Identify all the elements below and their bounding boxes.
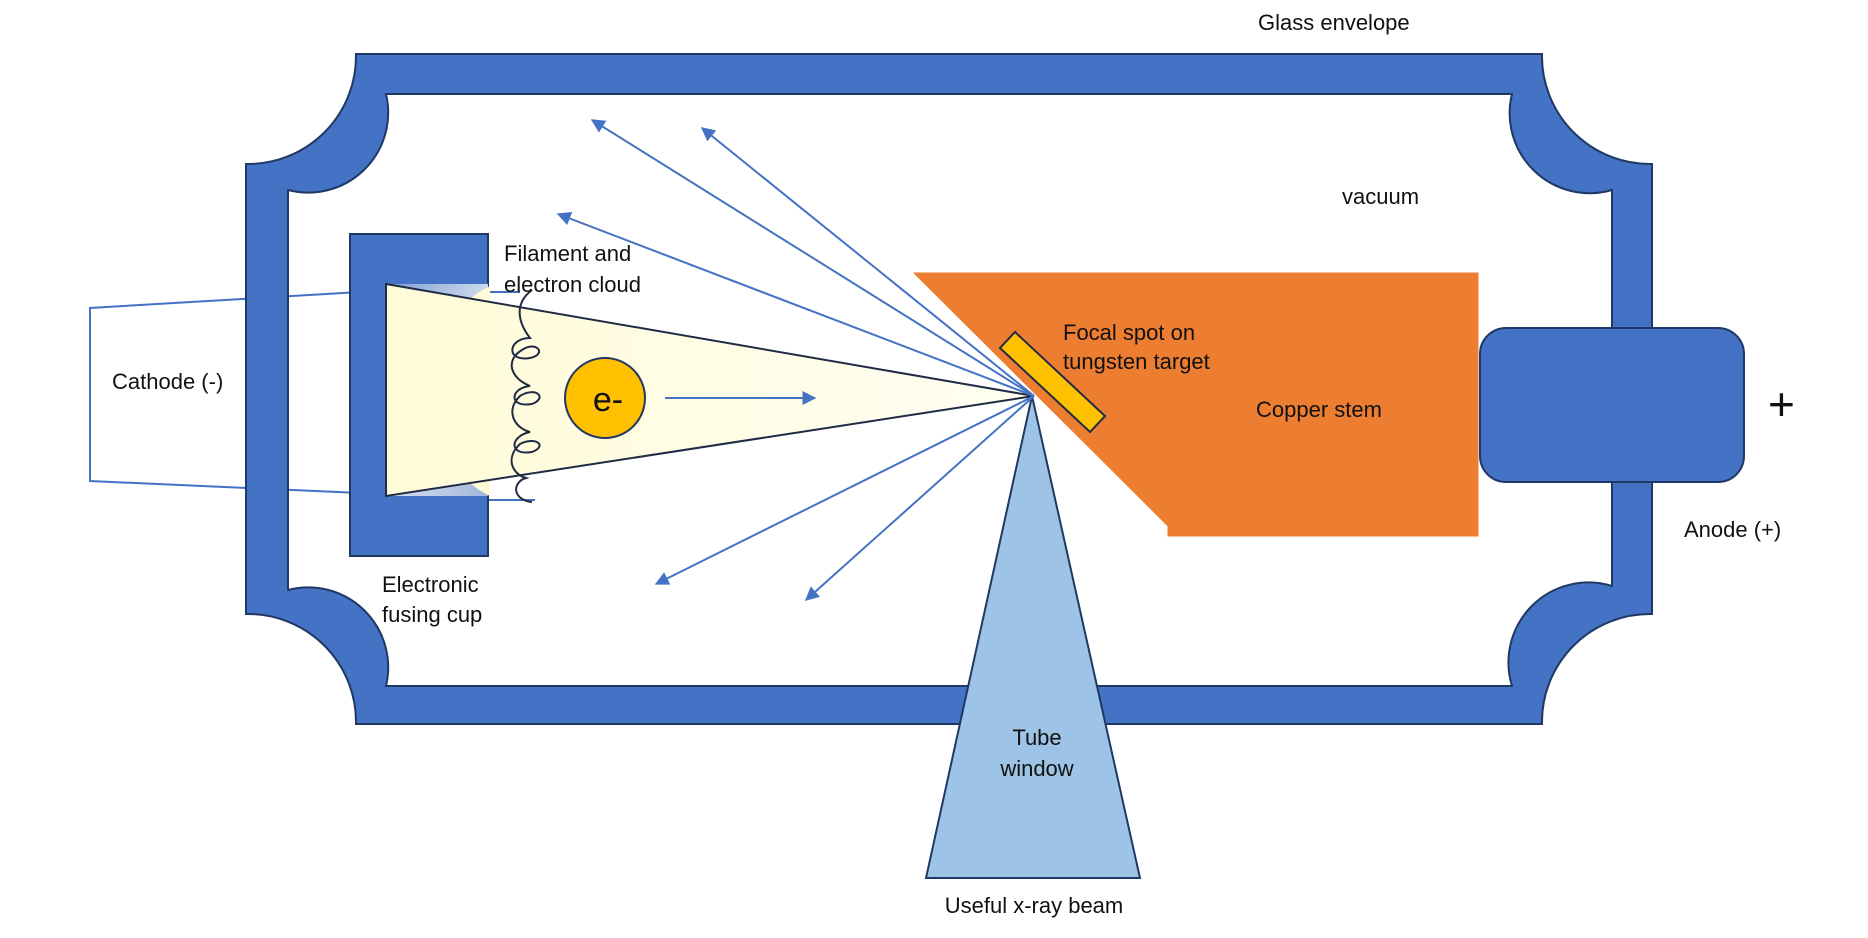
anode-label: Anode (+) — [1684, 517, 1781, 542]
anode-connector — [1479, 327, 1745, 483]
glass-envelope — [245, 53, 1653, 725]
cathode-wire — [89, 291, 361, 494]
vacuum-label: vacuum — [1342, 184, 1419, 209]
cup-label-line2: fusing cup — [382, 602, 482, 627]
electron-beam — [386, 284, 1034, 496]
electron-label: e- — [593, 381, 623, 419]
ray — [700, 127, 1035, 397]
copper-stem-label: Copper stem — [1256, 397, 1382, 422]
ray — [556, 211, 1035, 397]
cup-label-line1: Electronic — [382, 572, 479, 597]
ray — [590, 119, 1035, 397]
filament-label-line1: Filament and — [504, 241, 631, 266]
tungsten-target — [998, 330, 1107, 434]
electron-particle — [564, 357, 646, 439]
cathode-label: Cathode (-) — [112, 369, 223, 394]
filament-coil — [510, 289, 541, 503]
electron-cloud-front — [431, 286, 490, 496]
tube-window-label-line2: window — [999, 756, 1073, 781]
ray — [804, 395, 1035, 601]
electron-beam-outline — [385, 282, 1035, 498]
focal-spot-label-line1: Focal spot on — [1063, 320, 1195, 345]
useful-x-ray-beam — [924, 395, 1142, 879]
ray — [654, 395, 1035, 585]
copper-stem — [912, 272, 1479, 537]
useful-beam-label: Useful x-ray beam — [945, 893, 1124, 918]
focal-spot-label-line2: tungsten target — [1063, 349, 1210, 374]
glass-envelope-label: Glass envelope — [1258, 10, 1410, 35]
tube-window-label-line1: Tube — [1012, 725, 1061, 750]
filament-label-line2: electron cloud — [504, 272, 641, 297]
plus-sign: + — [1768, 378, 1795, 430]
scattered-rays — [556, 119, 1035, 601]
